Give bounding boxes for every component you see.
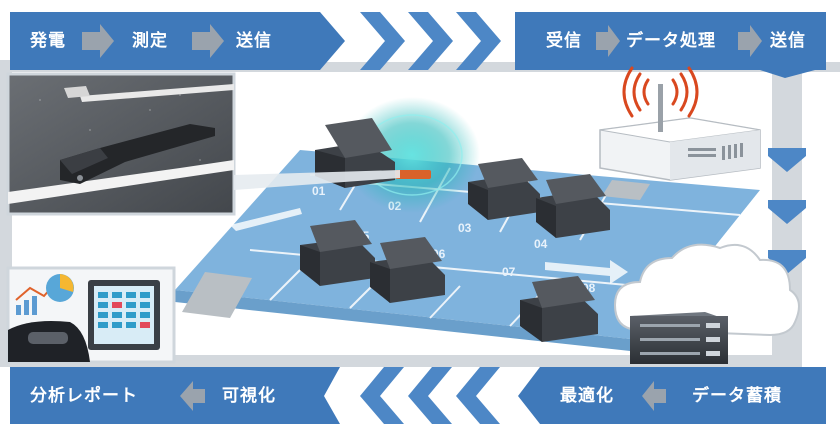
server-rack-icon [630, 312, 728, 364]
flow-step-optimization: 最適化 [560, 386, 614, 405]
car-icon [370, 237, 445, 303]
flow-band-top-right [515, 12, 826, 78]
car-icon [300, 220, 375, 286]
sensor-photo [6, 72, 236, 216]
parking-sensor-device-icon [60, 124, 215, 184]
step-arrow-icon [642, 381, 666, 411]
flow-band-top-left [10, 12, 345, 70]
chevron-down-icon [768, 148, 806, 172]
car-icon [468, 158, 540, 220]
flow-chevrons-bottom [360, 367, 500, 424]
flow-step-transmit-cloud: 送信 [770, 31, 806, 50]
step-arrow-icon [738, 25, 762, 57]
chevron-left-icon [456, 367, 500, 424]
flow-step-analysis-report: 分析レポート [30, 386, 138, 405]
flow-step-receive: 受信 [546, 31, 582, 50]
cloud-icon [613, 243, 800, 337]
wifi-signal-icon [622, 66, 699, 118]
step-arrow-icon [180, 381, 205, 411]
step-arrow-icon [596, 25, 620, 57]
flow-step-data-processing: データ処理 [626, 31, 716, 50]
parking-space-number: 04 [534, 237, 548, 251]
flow-band-bottom-left [10, 367, 340, 424]
flow-band-bottom-right [518, 367, 826, 424]
flow-step-measurement: 測定 [132, 31, 168, 50]
parking-space-number: 07 [502, 265, 516, 279]
flow-step-data-storage: データ蓄積 [692, 386, 782, 405]
chevron-down-icon [768, 250, 806, 274]
chevron-down-icon [768, 200, 806, 224]
step-arrow-icon [82, 24, 114, 58]
report-photo [6, 266, 176, 364]
flow-step-power-generation: 発電 [30, 31, 66, 50]
parking-lot [175, 150, 760, 352]
flow-chevrons-right [768, 148, 806, 274]
parking-space-number: 01 [312, 184, 326, 198]
chevron-left-icon [360, 367, 404, 424]
parked-cars [300, 118, 610, 342]
router-icon [599, 66, 761, 181]
parking-space-number: 03 [458, 221, 472, 235]
flow-step-transmit: 送信 [236, 31, 272, 50]
flow-chevrons-top [360, 12, 501, 70]
car-icon [520, 276, 598, 342]
chevron-right-icon [360, 12, 405, 70]
chevron-left-icon [408, 367, 452, 424]
sensor-callout [234, 170, 400, 190]
step-arrow-icon [192, 24, 224, 58]
car-icon [536, 174, 610, 238]
flow-step-visualization: 可視化 [222, 386, 276, 405]
chevron-right-icon [408, 12, 453, 70]
chevron-right-icon [456, 12, 501, 70]
